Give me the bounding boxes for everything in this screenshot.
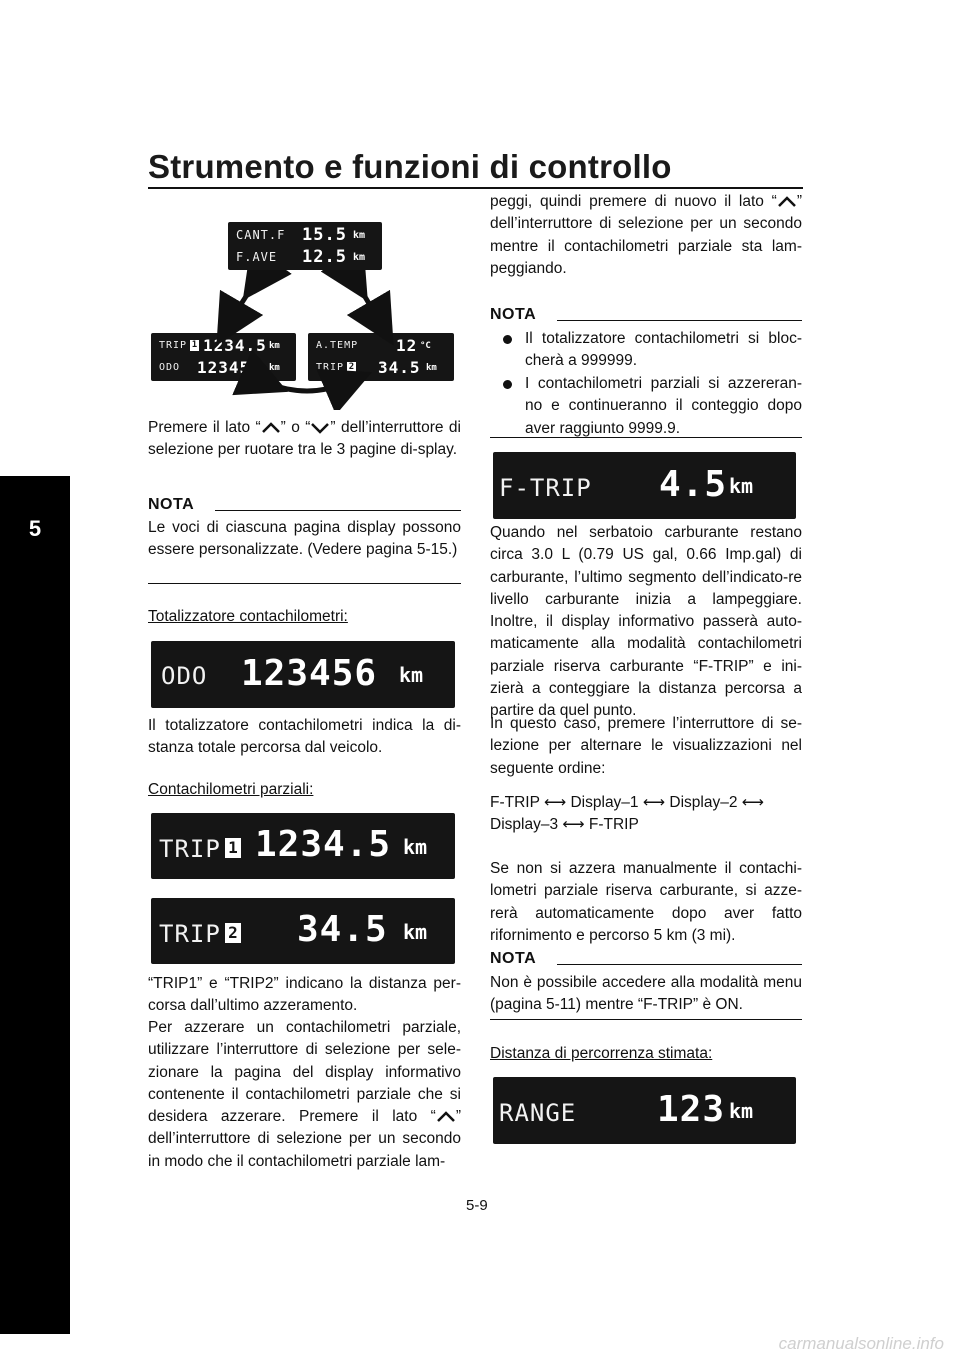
trip2-value: 34.5 — [297, 909, 388, 950]
continue-paragraph: peggi, quindi premere di nuovo il lato “… — [490, 191, 802, 280]
intro-text-b: ” o “ — [280, 419, 311, 436]
page2-badge-1: 1 — [190, 340, 199, 351]
ftrip-unit: km — [729, 474, 754, 498]
cycle-arrows — [216, 270, 394, 410]
page1-unit-1: km — [353, 230, 366, 241]
range-heading: Distanza di percorrenza stimata: — [490, 1045, 713, 1062]
intro-text-c: ” dell’interruttore — [330, 419, 444, 436]
nota-1-text: Le voci di ciascuna pagina display posso… — [148, 519, 461, 559]
odo-label: ODO — [161, 662, 208, 690]
page3-value-1: 12 — [396, 336, 418, 355]
chevron-up-icon — [777, 196, 796, 207]
intro-paragraph: Premere il lato “ ” o “ ” dell’interruttor… — [148, 417, 461, 462]
page-title: Strumento e funzioni di controllo — [148, 148, 672, 185]
fuel-paragraph: Quando nel serbatoio carburante restano … — [490, 524, 802, 720]
range-unit: km — [729, 1099, 754, 1123]
page1-unit-2: km — [353, 252, 366, 263]
trip2-badge: 2 — [225, 923, 241, 943]
sequence-line-1: F-TRIP ⟷ Display–1 ⟷ Display–2 ⟷ — [490, 794, 764, 811]
page-number: 5-9 — [466, 1197, 488, 1214]
page2-label-2: ODO — [159, 362, 181, 373]
trip2-display: TRIP 2 34.5 km — [151, 898, 455, 964]
chevron-down-icon — [311, 423, 330, 434]
intro-text-a: Premere il lato “ — [148, 419, 261, 436]
nota-3-heading: NOTA — [490, 950, 537, 967]
reset-text-b: ” dell’interruttore di selezione per un … — [148, 1108, 461, 1170]
range-label: RANGE — [499, 1099, 577, 1127]
watermark-bar: carmanualsonline.info — [0, 1330, 960, 1357]
nota-2-bullet-1: Il totalizzatore contachilometri si bloc… — [503, 328, 802, 373]
trip1-badge: 1 — [225, 838, 241, 858]
odometer-heading: Totalizzatore contachilometri: — [148, 608, 348, 625]
nota-2-heading: NOTA — [490, 306, 537, 323]
continue-text-a: peggi, quindi premere di nuovo il lato “ — [490, 193, 777, 210]
nota-2-top-rule — [557, 320, 802, 321]
ftrip-label: F-TRIP — [499, 474, 592, 502]
range-value: 123 — [657, 1089, 726, 1130]
trip1-label: TRIP — [159, 835, 221, 863]
nota-2-bullet-2: I contachilometri parziali si azzereran-… — [503, 373, 802, 440]
page1-value-2b: 12.5 — [302, 247, 347, 267]
nota-2-bullet-2-text: I contachilometri parziali si azzereran-… — [525, 375, 802, 437]
chapter-tab — [0, 476, 70, 1334]
page3-value-2: 34.5 — [378, 358, 421, 377]
chapter-number: 5 — [28, 516, 42, 541]
arrow-page2-page3 — [232, 349, 372, 410]
page1-value-1: 15.5 — [302, 225, 347, 245]
sequence-line-2: Display–3 ⟷ F-TRIP — [490, 816, 639, 833]
reset-paragraph: Per azzerare un contachilometri parziale… — [148, 1017, 461, 1173]
page3-unit-1: °C — [420, 341, 431, 351]
bullet-dot-icon — [503, 380, 512, 389]
trip1-display: TRIP 1 1234.5 km — [151, 813, 455, 879]
watermark-text: carmanualsonline.info — [778, 1334, 944, 1353]
nota-3-top-rule — [557, 964, 802, 965]
odo-value: 123456 — [241, 653, 378, 694]
selection-paragraph: In questo caso, premere l’interruttore d… — [490, 715, 802, 777]
arrow-page1-page2 — [216, 270, 292, 346]
reset-text-a: Per azzerare un contachilometri parziale… — [148, 1019, 461, 1126]
display-page-1: CANT.F 15.5 km F.AVE 15.5 12.5 km — [228, 222, 382, 270]
nota-1-top-rule — [215, 510, 461, 511]
page2-unit-1: km — [269, 341, 280, 351]
page1-label-1: CANT.F — [236, 228, 286, 242]
arrow-page1-page3 — [320, 270, 394, 346]
trip2-unit: km — [403, 920, 428, 944]
ftrip-value: 4.5 — [659, 464, 728, 505]
nota-2-bullet-1-text: Il totalizzatore contachilometri si bloc… — [525, 330, 802, 370]
auto-reset-paragraph: Se non si azzera manualmente il contachi… — [490, 860, 802, 944]
trip-paragraph: “TRIP1” e “TRIP2” indicano la distanza p… — [148, 975, 461, 1015]
odometer-display: ODO 123456 km — [151, 641, 455, 708]
page3-unit-2: km — [426, 363, 437, 373]
nota-1-heading: NOTA — [148, 496, 195, 513]
nota-2-bottom-rule — [490, 437, 802, 438]
range-display: RANGE 123 km — [493, 1077, 796, 1144]
trip1-unit: km — [403, 835, 428, 859]
trip2-label: TRIP — [159, 920, 221, 948]
chevron-up-icon — [436, 1111, 455, 1122]
page2-label-1: TRIP — [159, 340, 188, 351]
odometer-paragraph: Il totalizzatore contachilometri indica … — [148, 717, 461, 757]
title-rule — [148, 187, 803, 189]
nota-3-bottom-rule — [490, 1019, 802, 1020]
chevron-up-icon — [261, 422, 280, 433]
odo-unit: km — [399, 663, 424, 687]
bullet-dot-icon — [503, 335, 512, 344]
ftrip-display: F-TRIP 4.5 km — [493, 452, 796, 519]
nota-3-text: Non è possibile accedere alla modalità m… — [490, 974, 802, 1014]
continue-text-b: ” dell’interruttore di selezione per un … — [490, 193, 802, 277]
tripmeter-heading: Contachilometri parziali: — [148, 781, 314, 798]
nota-1-bottom-rule — [148, 583, 461, 584]
trip1-value: 1234.5 — [255, 824, 392, 865]
intro-text-rest: di selezione per ruotare tra le 3 pagine… — [148, 419, 461, 459]
page1-label-2: F.AVE — [236, 250, 278, 264]
